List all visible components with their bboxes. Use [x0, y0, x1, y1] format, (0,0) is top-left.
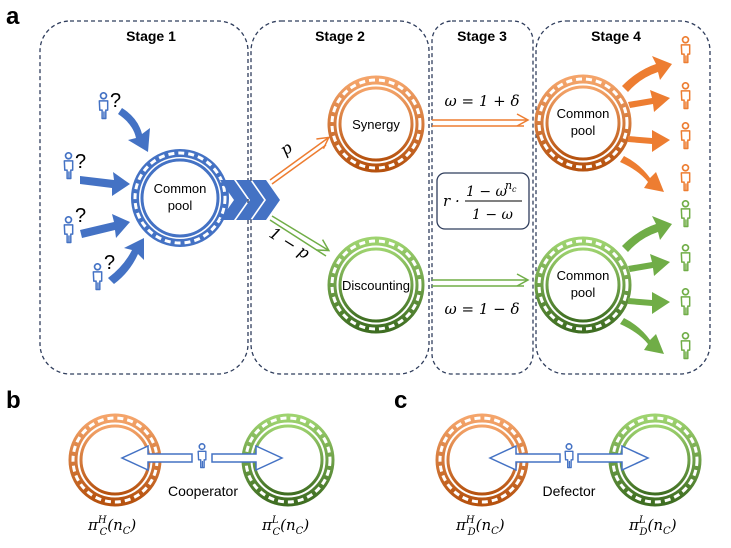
stage4-green-pool: Common pool — [534, 236, 632, 334]
payoff-formula: r · 1 − ω n c 1 − ω — [436, 172, 530, 230]
stage-3-frame — [431, 20, 534, 375]
stage-2-title: Stage 2 — [315, 28, 365, 44]
omega-synergy: ω = 1 + δ — [444, 92, 519, 110]
arrow-icon — [620, 318, 664, 354]
branch-arrow-discount — [269, 219, 327, 257]
pool-label: Common — [557, 268, 610, 283]
person-icon — [197, 442, 207, 469]
person-icon — [63, 152, 74, 180]
double-arrow-right — [577, 444, 650, 472]
stage-1-title: Stage 1 — [126, 28, 176, 44]
stage-2-frame — [250, 20, 430, 375]
person-icon — [680, 244, 691, 272]
discounting-pool: Discounting — [327, 236, 425, 334]
arrow-icon — [620, 156, 664, 192]
arrow-icon — [80, 172, 130, 196]
person-icon — [680, 164, 691, 192]
formula-numerator-exp-sub: c — [512, 185, 517, 194]
pool-label: Common — [557, 106, 610, 121]
arrow-icon — [628, 254, 670, 276]
cooperator-label: Cooperator — [168, 483, 238, 499]
stage4-green-arrows — [620, 216, 672, 354]
stage4-orange-people — [680, 36, 691, 192]
branch-arrow-discount — [271, 215, 331, 252]
person-icon — [680, 332, 691, 360]
stage1-people: ? ? ? ? — [63, 90, 121, 291]
stage1-common-pool: Common pool — [131, 149, 229, 247]
stage-4-frame — [535, 20, 711, 375]
panel-label-a: a — [6, 3, 20, 30]
arrow-icon — [628, 292, 670, 314]
stage1-arrows — [80, 108, 150, 284]
double-arrow-left — [488, 444, 561, 472]
person-icon — [680, 288, 691, 316]
person-icon — [63, 216, 74, 244]
branch-arrow-synergy — [271, 144, 327, 185]
stage-3-title: Stage 3 — [457, 28, 507, 44]
double-arrow-right — [211, 444, 284, 472]
question-mark: ? — [110, 90, 121, 112]
question-mark: ? — [75, 205, 86, 227]
formula-denominator: 1 − ω — [472, 207, 514, 223]
question-mark: ? — [75, 151, 86, 173]
arrow-icon — [628, 130, 670, 152]
stage4-orange-arrows — [620, 56, 672, 192]
double-arrow-left — [120, 444, 193, 472]
formula-numerator: 1 − ω — [466, 184, 508, 200]
person-icon — [680, 200, 691, 228]
formula-numerator-exp: n — [505, 179, 512, 192]
pool-label: pool — [571, 123, 596, 138]
question-mark: ? — [104, 252, 115, 274]
omega-discount: ω = 1 − δ — [444, 300, 519, 318]
stage-1-frame — [39, 20, 249, 375]
defector-label: Defector — [543, 483, 596, 499]
person-icon — [680, 122, 691, 150]
person-icon — [680, 82, 691, 110]
person-icon — [92, 263, 103, 291]
person-icon — [98, 92, 109, 120]
arrow-icon — [622, 56, 672, 92]
discounting-label: Discounting — [342, 278, 410, 293]
stage4-orange-pool: Common pool — [534, 74, 632, 172]
arrow-icon — [80, 214, 130, 238]
chevron-right-icon — [252, 180, 280, 220]
stage-4-title: Stage 4 — [591, 28, 641, 44]
arrow-icon — [622, 216, 672, 252]
pool-label: pool — [168, 198, 193, 213]
arrow-icon — [118, 108, 150, 152]
panel-label-b: b — [6, 387, 21, 414]
person-icon — [680, 36, 691, 64]
chevron-right-icon — [220, 180, 248, 220]
prob-p: p — [276, 138, 295, 159]
panel-label-c: c — [394, 387, 407, 414]
person-icon — [564, 442, 574, 469]
arrow-icon — [108, 238, 144, 284]
branch-arrow-synergy — [269, 136, 331, 181]
pool-label: Common — [154, 181, 207, 196]
chevron-right-icon — [236, 180, 264, 220]
stage4-green-people — [680, 200, 691, 360]
pool-label: pool — [571, 285, 596, 300]
arrow-icon — [628, 90, 670, 112]
synergy-label: Synergy — [352, 117, 400, 132]
prob-1-minus-p: 1 − p — [266, 223, 313, 262]
chevrons — [220, 180, 280, 220]
synergy-pool: Synergy — [327, 75, 425, 173]
formula-prefix: r · — [443, 192, 460, 210]
